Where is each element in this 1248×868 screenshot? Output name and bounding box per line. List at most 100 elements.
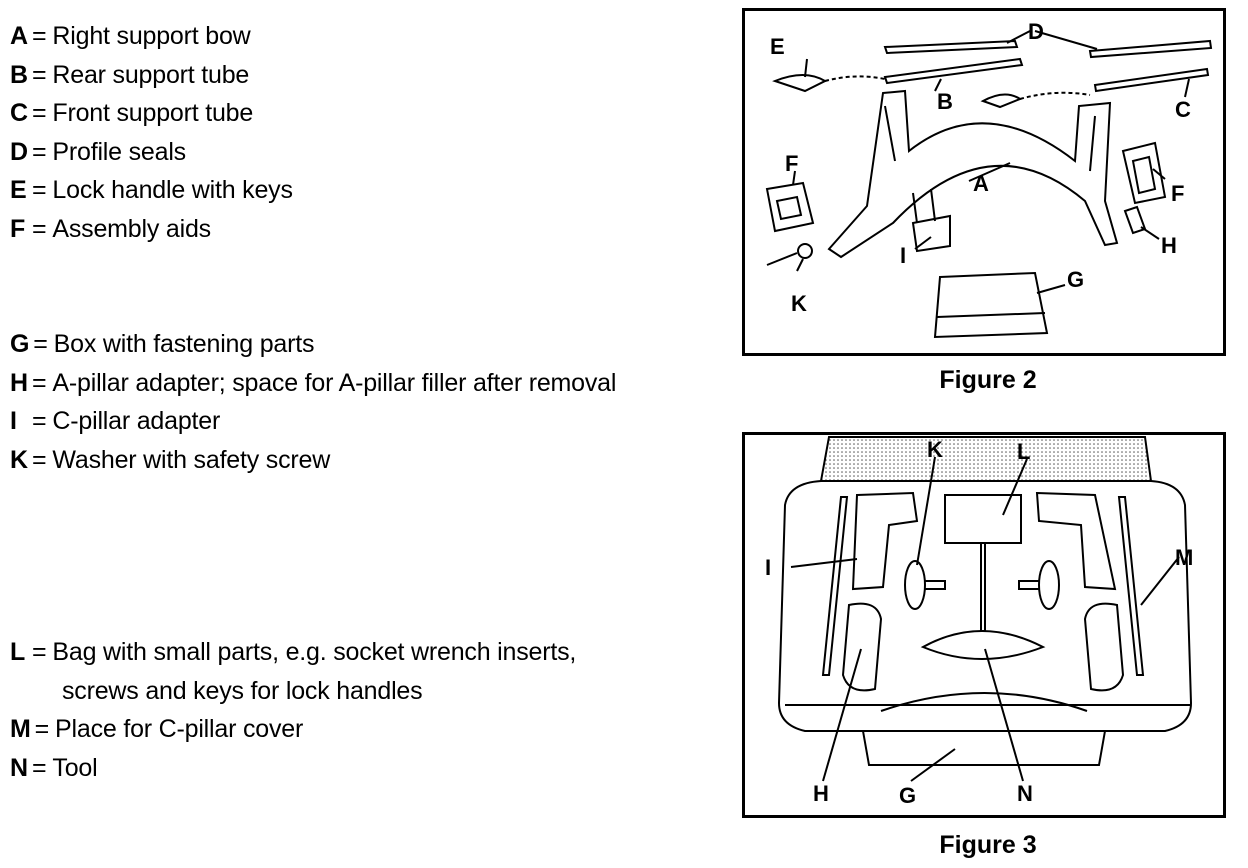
case-lid xyxy=(819,436,1153,482)
legend-text: Place for C-pillar cover xyxy=(55,715,304,743)
legend-item-c: C=Front support tube xyxy=(10,94,293,133)
figure-2-caption: Figure 2 xyxy=(939,366,1037,394)
leader-f-right xyxy=(1152,168,1166,180)
leader-m xyxy=(1140,556,1180,606)
legend-key: K xyxy=(10,445,28,474)
tool-handle xyxy=(920,630,1046,660)
safety-screw-left xyxy=(925,580,946,590)
c-pillar-cover-place-left xyxy=(821,496,849,676)
c-pillar-adapter-right xyxy=(1035,491,1117,591)
legend-key: H xyxy=(10,368,28,397)
legend-group-1: A=Right support bow B=Rear support tube … xyxy=(10,17,293,248)
legend-key: M xyxy=(10,715,31,743)
fig2-label-f-right: F xyxy=(1171,181,1184,206)
legend-key: I xyxy=(10,407,17,435)
a-pillar-adapter xyxy=(1123,205,1147,235)
legend-item-d: D=Profile seals xyxy=(10,133,293,172)
legend-key: D xyxy=(10,137,28,166)
leader-h xyxy=(822,648,862,782)
leader-b xyxy=(934,78,942,92)
legend-item-l: L=Bag with small parts, e.g. socket wren… xyxy=(10,633,576,672)
legend-key: C xyxy=(10,99,28,127)
legend-text: Right support bow xyxy=(52,22,251,50)
profile-seal-right xyxy=(1088,39,1213,59)
legend-text: Bag with small parts, e.g. socket wrench… xyxy=(52,638,577,666)
figure-3-illustration: K L I M H G N xyxy=(742,432,1226,818)
legend-item-m: M=Place for C-pillar cover xyxy=(10,710,576,749)
legend-item-f: F=Assembly aids xyxy=(10,210,293,249)
lock-handle-right xyxy=(980,93,1023,109)
legend-text: Box with fastening parts xyxy=(53,330,315,358)
fig2-label-b: B xyxy=(937,89,953,114)
figure-2-drawing: D E B C F A F H I G K xyxy=(765,19,1213,339)
washer xyxy=(797,243,813,259)
legend-item-l-continuation: screws and keys for lock handles xyxy=(10,672,576,711)
legend-key: N xyxy=(10,753,28,782)
legend-text: Rear support tube xyxy=(52,60,250,89)
a-pillar-adapter-right xyxy=(1083,602,1125,692)
cable-left xyxy=(824,75,886,82)
fig3-label-g: G xyxy=(899,783,916,808)
figure-3-drawing: K L I M H G N xyxy=(765,436,1193,808)
legend-text: Washer with safety screw xyxy=(52,445,331,474)
fig2-label-e: E xyxy=(770,34,785,59)
leader-c xyxy=(1184,78,1190,98)
fig3-label-k: K xyxy=(927,437,943,462)
support-bow-detail xyxy=(884,105,1096,172)
legend-item-n: N=Tool xyxy=(10,749,576,788)
cable-right xyxy=(1019,91,1091,100)
legend-key: L xyxy=(10,638,26,666)
leader-h xyxy=(1140,226,1160,240)
legend-text: A-pillar adapter; space for A-pillar fil… xyxy=(52,368,617,397)
front-support-tube xyxy=(1093,67,1210,93)
leader-d xyxy=(1006,30,1098,50)
fig3-label-l: L xyxy=(1017,439,1030,464)
leader-e xyxy=(804,58,808,78)
leader-k xyxy=(796,258,804,272)
fig2-label-c: C xyxy=(1175,97,1191,122)
legend-item-b: B=Rear support tube xyxy=(10,56,293,95)
fig2-label-f-left: F xyxy=(785,151,798,176)
legend-item-k: K=Washer with safety screw xyxy=(10,441,616,480)
fig2-label-h: H xyxy=(1161,233,1177,258)
legend-item-h: H=A-pillar adapter; space for A-pillar f… xyxy=(10,364,616,403)
assembly-aid-right xyxy=(1121,141,1167,205)
washer-left xyxy=(904,560,926,610)
c-pillar-cover-place-right xyxy=(1117,496,1145,676)
fig3-label-i: I xyxy=(765,555,771,580)
leader-k xyxy=(916,456,936,566)
legend-text: Profile seals xyxy=(52,137,186,166)
rear-support-tube xyxy=(883,57,1024,85)
leader-g xyxy=(910,748,956,782)
case-body xyxy=(777,480,1193,732)
legend-group-2: G=Box with fastening parts H=A-pillar ad… xyxy=(10,325,616,479)
fig3-label-h: H xyxy=(813,781,829,806)
box-lid-line xyxy=(936,312,1046,318)
legend-key: G xyxy=(10,330,30,358)
legend-key: B xyxy=(10,60,28,89)
legend-text: Front support tube xyxy=(52,99,254,127)
a-pillar-adapter-left xyxy=(841,602,883,692)
fig2-label-i: I xyxy=(900,243,906,268)
legend-text: Assembly aids xyxy=(52,214,211,243)
legend-key: E xyxy=(10,176,27,204)
leader-g xyxy=(1036,284,1066,294)
fastening-box xyxy=(933,271,1049,339)
legend-item-a: A=Right support bow xyxy=(10,17,293,56)
legend-text: Lock handle with keys xyxy=(52,176,293,204)
legend-text: C-pillar adapter xyxy=(52,407,221,435)
safety-screw-right xyxy=(1018,580,1039,590)
profile-seal-left xyxy=(883,39,1019,55)
legend-text: Tool xyxy=(52,753,98,782)
fig2-label-d: D xyxy=(1028,19,1044,44)
leader-l xyxy=(1002,458,1028,516)
legend-group-3: L=Bag with small parts, e.g. socket wren… xyxy=(10,633,576,787)
fig2-label-g: G xyxy=(1067,267,1084,292)
leader-i xyxy=(790,558,858,568)
support-bow xyxy=(827,89,1119,259)
legend-key: F xyxy=(10,214,26,243)
leader-n xyxy=(984,648,1024,782)
figure-3-caption: Figure 3 xyxy=(939,831,1037,859)
safety-screw xyxy=(766,252,798,266)
case-handle xyxy=(861,730,1107,766)
